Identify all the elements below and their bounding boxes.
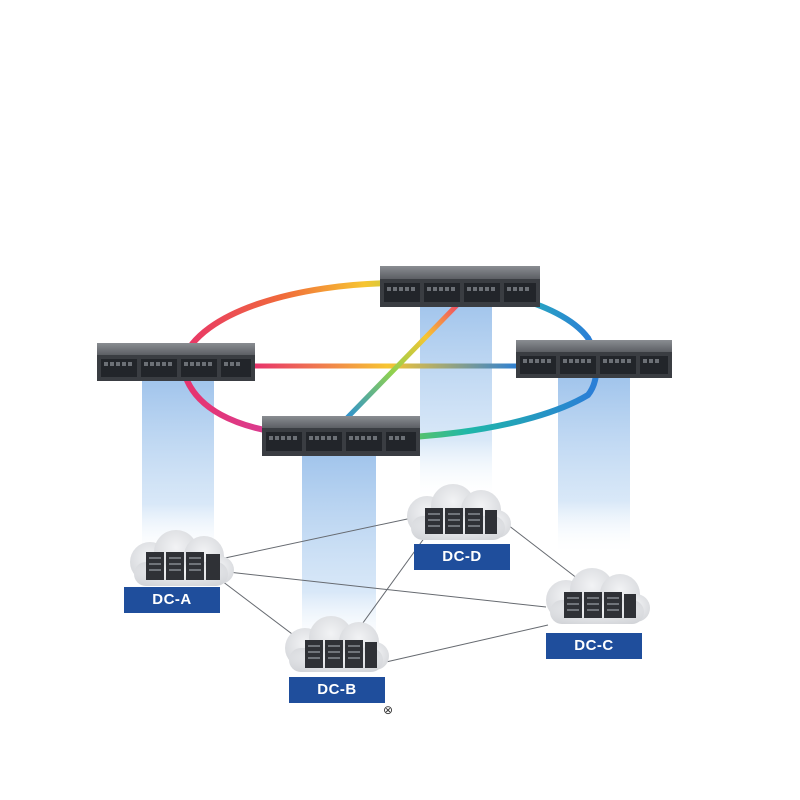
ring-cross-link-diagonal [342,299,463,423]
network-chassis-icon [97,343,255,381]
server-rack-icon [564,592,636,618]
server-rack-icon [146,552,220,580]
network-chassis-icon [262,416,420,456]
network-chassis-icon [380,266,540,307]
dc-d-label: DC-D [414,544,510,570]
router-front [262,416,420,456]
cloud-dc-b [285,616,389,672]
link-dc-a-dc-d [224,517,413,559]
network-chassis-icon [516,340,672,378]
ring-lower-arc [179,335,600,442]
router-left [97,343,255,381]
link-dc-b-dc-c [385,624,549,663]
cloud-dc-a [130,530,234,586]
server-rack-icon [305,640,377,668]
link-dc-b-dc-d [351,536,426,639]
link-dc-a-dc-b [217,577,305,644]
router-top [380,266,540,307]
dc-c-label: DC-C [546,633,642,659]
router-right [516,340,672,378]
server-rack-icon [425,508,497,534]
dc-a-label: DC-A [124,587,220,613]
cloud-dc-d [407,484,511,540]
dc-b-label: DC-B [289,677,385,703]
datacenter-links [217,517,583,663]
link-dc-d-dc-c [507,524,583,583]
close-icon[interactable]: ⊗ [382,703,394,717]
beam-dc-a [142,378,214,558]
cloud-dc-c [546,568,650,624]
